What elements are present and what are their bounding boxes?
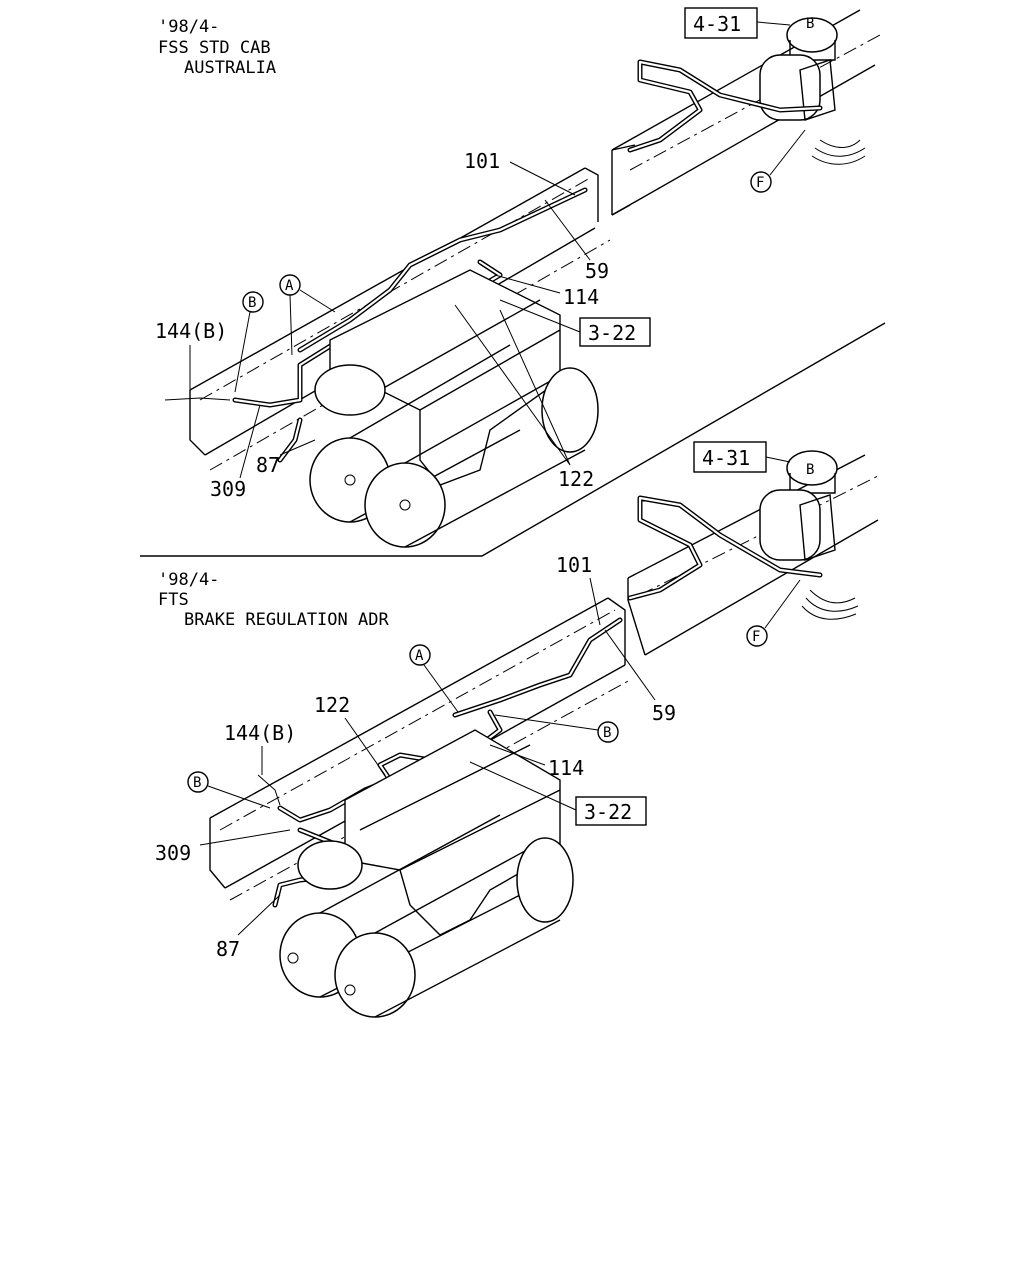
svg-text:122: 122 bbox=[558, 467, 594, 491]
bottom-header-line3: BRAKE REGULATION ADR bbox=[184, 610, 389, 630]
svg-text:B: B bbox=[248, 295, 256, 311]
svg-text:144(B): 144(B) bbox=[224, 721, 296, 745]
top-ref-4-31-label: 4-31 bbox=[693, 12, 741, 36]
top-circle-a: A bbox=[279, 274, 336, 356]
top-valve-assembly: B bbox=[759, 16, 866, 165]
bottom-circle-b-left: B bbox=[187, 771, 271, 809]
top-callout-114: 114 bbox=[494, 274, 599, 309]
top-callout-309: 309 bbox=[210, 404, 261, 501]
svg-text:F: F bbox=[752, 629, 760, 645]
top-section: '98/4- FSS STD CAB AUSTRALIA B bbox=[155, 7, 881, 548]
svg-text:B: B bbox=[193, 775, 201, 791]
bottom-callout-87: 87 bbox=[216, 894, 281, 961]
top-valve-mark: B bbox=[806, 16, 814, 32]
top-header-line3: AUSTRALIA bbox=[184, 58, 276, 78]
top-ref-3-22-label: 3-22 bbox=[588, 321, 636, 345]
top-callout-59: 59 bbox=[544, 199, 609, 283]
top-header-line1: '98/4- bbox=[158, 17, 219, 37]
top-header-line2: FSS STD CAB bbox=[158, 38, 271, 58]
bottom-ref-3-22-label: 3-22 bbox=[584, 800, 632, 824]
svg-text:101: 101 bbox=[464, 149, 500, 173]
bottom-callout-122: 122 bbox=[314, 693, 386, 776]
bottom-valve-assembly: B bbox=[759, 450, 859, 620]
bottom-circle-b-right: B bbox=[494, 714, 619, 743]
svg-text:A: A bbox=[415, 648, 424, 664]
top-air-tanks bbox=[309, 344, 599, 548]
bottom-callout-59: 59 bbox=[604, 629, 676, 725]
bottom-ref-4-31[interactable]: 4-31 bbox=[693, 441, 791, 473]
bottom-ref-3-22[interactable]: 3-22 bbox=[469, 761, 647, 826]
bottom-header-line1: '98/4- bbox=[158, 570, 219, 590]
svg-text:59: 59 bbox=[652, 701, 676, 725]
top-circle-f: F bbox=[750, 129, 806, 193]
section-divider bbox=[140, 322, 886, 557]
bottom-air-tanks bbox=[279, 814, 574, 1018]
svg-text:309: 309 bbox=[155, 841, 191, 865]
top-callout-144b: 144(B) bbox=[155, 319, 227, 400]
bottom-valve-mark: B bbox=[806, 462, 814, 478]
top-frame-rail-front bbox=[611, 9, 881, 216]
bottom-callout-309: 309 bbox=[155, 829, 291, 865]
svg-text:114: 114 bbox=[563, 285, 599, 309]
bottom-circle-a: A bbox=[409, 644, 459, 713]
svg-text:114: 114 bbox=[548, 756, 584, 780]
top-callout-122: 122 bbox=[454, 304, 594, 491]
svg-text:B: B bbox=[603, 725, 611, 741]
top-callout-101: 101 bbox=[464, 149, 576, 196]
bottom-section: '98/4- FTS BRAKE REGULATION ADR B bbox=[155, 441, 881, 1018]
bottom-ref-4-31-label: 4-31 bbox=[702, 446, 750, 470]
top-circle-b: B bbox=[234, 291, 264, 393]
svg-text:A: A bbox=[285, 278, 294, 294]
svg-text:101: 101 bbox=[556, 553, 592, 577]
svg-text:87: 87 bbox=[256, 453, 280, 477]
top-ref-4-31[interactable]: 4-31 bbox=[684, 7, 791, 39]
svg-text:144(B): 144(B) bbox=[155, 319, 227, 343]
top-callout-87: 87 bbox=[256, 439, 316, 477]
bottom-circle-f: F bbox=[746, 579, 801, 647]
bottom-callout-101: 101 bbox=[556, 553, 601, 626]
bottom-callout-144b: 144(B) bbox=[224, 721, 296, 775]
svg-text:122: 122 bbox=[314, 693, 350, 717]
svg-text:87: 87 bbox=[216, 937, 240, 961]
top-ref-3-22[interactable]: 3-22 bbox=[499, 299, 651, 347]
svg-text:59: 59 bbox=[585, 259, 609, 283]
bottom-callout-114: 114 bbox=[489, 744, 584, 780]
svg-text:F: F bbox=[756, 175, 764, 191]
svg-text:309: 309 bbox=[210, 477, 246, 501]
bottom-header-line2: FTS bbox=[158, 590, 189, 610]
